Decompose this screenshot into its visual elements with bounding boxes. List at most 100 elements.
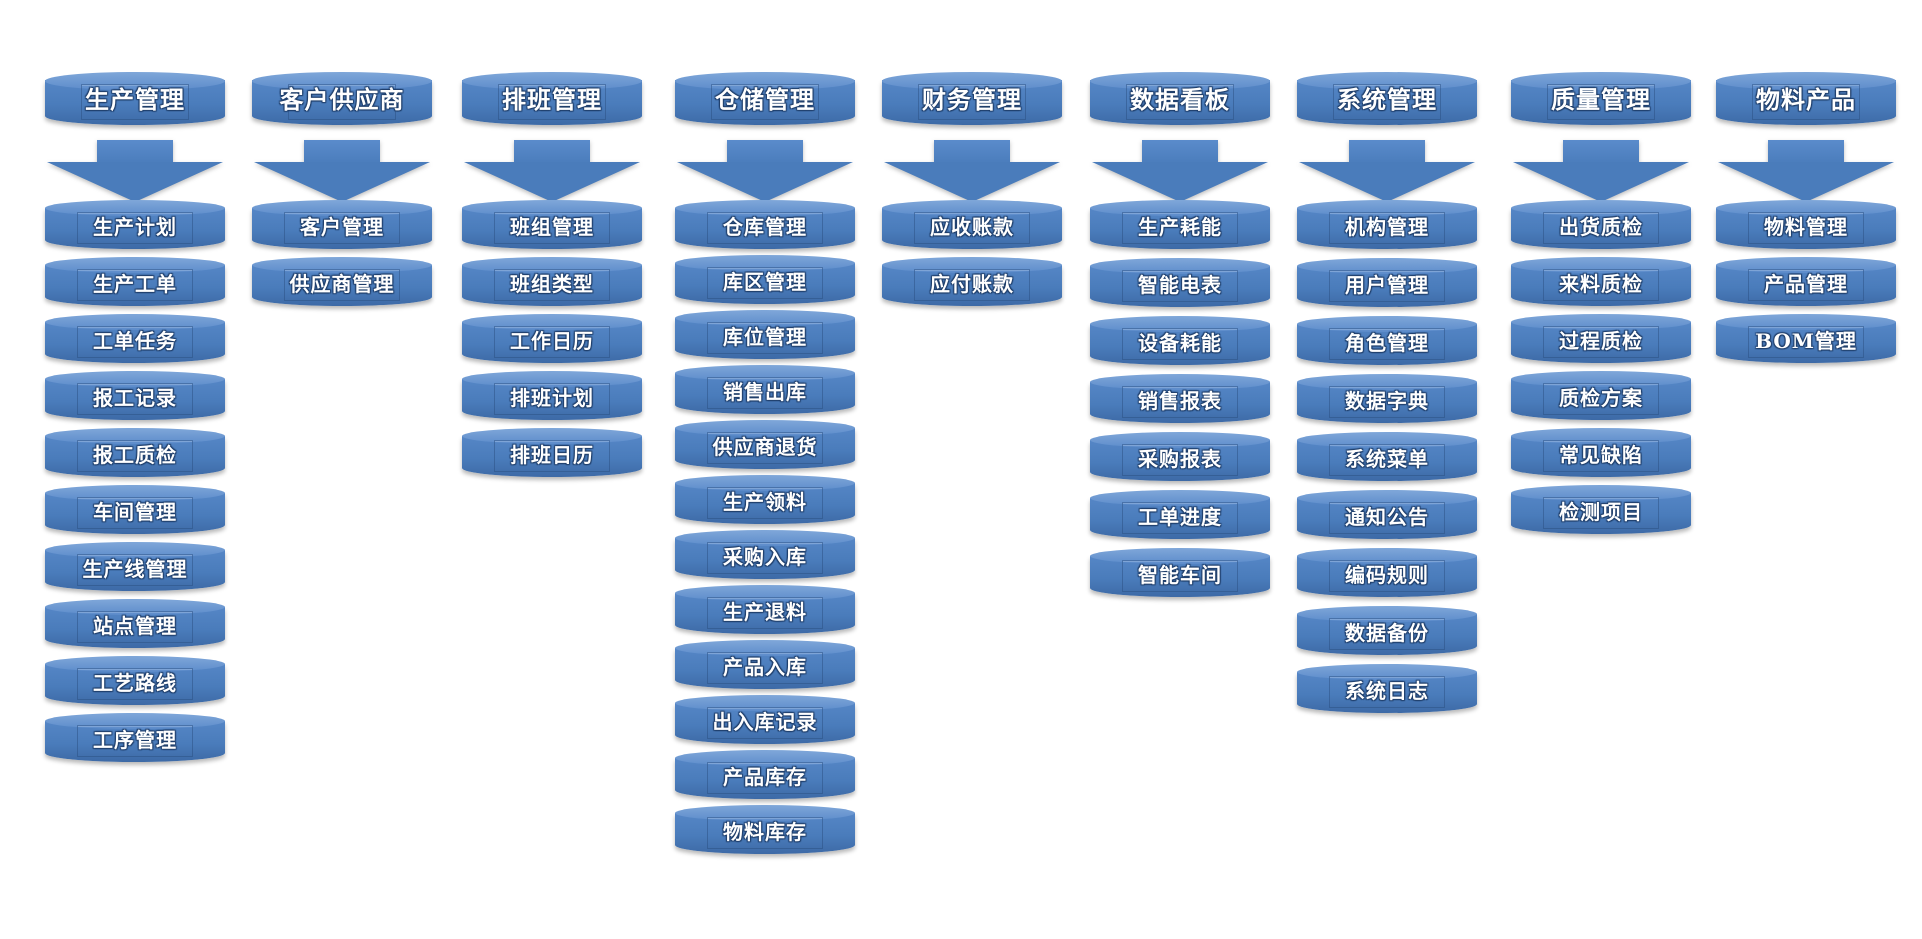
down-arrow-icon bbox=[884, 140, 1060, 202]
module-item: 班组管理 bbox=[462, 200, 642, 254]
module-item: 产品库存 bbox=[675, 750, 855, 804]
module-item-label: BOM管理 bbox=[1755, 329, 1857, 353]
module-item-label: 物料库存 bbox=[723, 820, 807, 844]
module-item: 设备耗能 bbox=[1090, 316, 1270, 370]
module-item: 报工质检 bbox=[45, 428, 225, 482]
module-item-label: 出货质检 bbox=[1559, 215, 1643, 239]
module-header-scheduling: 排班管理 bbox=[462, 72, 642, 130]
module-item: 排班日历 bbox=[462, 428, 642, 482]
module-column-dashboard: 数据看板生产耗能智能电表设备耗能销售报表采购报表工单进度智能车间 bbox=[1090, 0, 1310, 939]
module-header-system: 系统管理 bbox=[1297, 72, 1477, 130]
module-header-production: 生产管理 bbox=[45, 72, 225, 130]
module-column-scheduling: 排班管理班组管理班组类型工作日历排班计划排班日历 bbox=[462, 0, 682, 939]
module-item-label: 车间管理 bbox=[93, 500, 177, 524]
module-column-system: 系统管理机构管理用户管理角色管理数据字典系统菜单通知公告编码规则数据备份系统日志 bbox=[1297, 0, 1517, 939]
module-item: 仓库管理 bbox=[675, 200, 855, 254]
module-item-label: 班组管理 bbox=[510, 215, 594, 239]
module-item: 工序管理 bbox=[45, 713, 225, 767]
module-item-label: 编码规则 bbox=[1345, 563, 1429, 587]
module-item-label: 用户管理 bbox=[1345, 273, 1429, 297]
module-item: 报工记录 bbox=[45, 371, 225, 425]
module-item-label: 智能电表 bbox=[1138, 273, 1222, 297]
module-item: 站点管理 bbox=[45, 599, 225, 653]
module-item: 数据备份 bbox=[1297, 606, 1477, 660]
module-item: 物料管理 bbox=[1716, 200, 1896, 254]
module-item: 应收账款 bbox=[882, 200, 1062, 254]
module-item-label: 应收账款 bbox=[930, 215, 1014, 239]
module-item: 通知公告 bbox=[1297, 490, 1477, 544]
module-item-label: 采购入库 bbox=[723, 545, 807, 569]
module-header-warehouse: 仓储管理 bbox=[675, 72, 855, 130]
module-item-label: 系统菜单 bbox=[1345, 447, 1429, 471]
module-item-label: 生产线管理 bbox=[82, 557, 188, 581]
module-header-quality-label: 质量管理 bbox=[1551, 85, 1651, 114]
module-item-label: 销售出库 bbox=[723, 380, 807, 404]
module-item: 生产工单 bbox=[45, 257, 225, 311]
module-item: 工单进度 bbox=[1090, 490, 1270, 544]
down-arrow-icon bbox=[677, 140, 853, 202]
module-header-warehouse-label: 仓储管理 bbox=[715, 85, 815, 114]
module-item-label: 生产领料 bbox=[723, 490, 807, 514]
module-item-label: 产品入库 bbox=[723, 655, 807, 679]
module-item: 数据字典 bbox=[1297, 374, 1477, 428]
module-item: 客户管理 bbox=[252, 200, 432, 254]
module-item: 供应商退货 bbox=[675, 420, 855, 474]
module-item-label: 工序管理 bbox=[93, 728, 177, 752]
module-header-system-label: 系统管理 bbox=[1337, 85, 1437, 114]
module-item-label: 智能车间 bbox=[1138, 563, 1222, 587]
module-item-label: 库区管理 bbox=[723, 270, 807, 294]
module-header-dashboard: 数据看板 bbox=[1090, 72, 1270, 130]
module-item: 生产耗能 bbox=[1090, 200, 1270, 254]
module-item: 采购报表 bbox=[1090, 432, 1270, 486]
module-item: 工艺路线 bbox=[45, 656, 225, 710]
module-item: 产品入库 bbox=[675, 640, 855, 694]
module-item-label: 供应商管理 bbox=[289, 272, 395, 296]
module-item: 销售报表 bbox=[1090, 374, 1270, 428]
module-item: 生产领料 bbox=[675, 475, 855, 529]
module-item-label: 采购报表 bbox=[1138, 447, 1222, 471]
module-item-label: 常见缺陷 bbox=[1559, 443, 1643, 467]
module-item: 过程质检 bbox=[1511, 314, 1691, 368]
module-item-label: 排班计划 bbox=[510, 386, 594, 410]
module-item-label: 设备耗能 bbox=[1138, 331, 1222, 355]
module-item-label: 生产耗能 bbox=[1138, 215, 1222, 239]
module-item: 系统日志 bbox=[1297, 664, 1477, 718]
module-item: 智能车间 bbox=[1090, 548, 1270, 602]
down-arrow-icon bbox=[254, 140, 430, 202]
module-item-label: 出入库记录 bbox=[712, 710, 818, 734]
module-item-label: 工作日历 bbox=[510, 329, 594, 353]
module-item: 产品管理 bbox=[1716, 257, 1896, 311]
module-item: 检测项目 bbox=[1511, 485, 1691, 539]
module-header-finance-label: 财务管理 bbox=[922, 85, 1022, 114]
module-header-production-label: 生产管理 bbox=[85, 85, 185, 114]
module-column-warehouse: 仓储管理仓库管理库区管理库位管理销售出库供应商退货生产领料采购入库生产退料产品入… bbox=[675, 0, 895, 939]
module-item: 编码规则 bbox=[1297, 548, 1477, 602]
module-item-label: 质检方案 bbox=[1559, 386, 1643, 410]
module-item: 采购入库 bbox=[675, 530, 855, 584]
down-arrow-icon bbox=[1513, 140, 1689, 202]
module-item-label: 客户管理 bbox=[300, 215, 384, 239]
module-item-label: 销售报表 bbox=[1138, 389, 1222, 413]
module-header-customer-supplier-label: 客户供应商 bbox=[279, 85, 405, 114]
module-item: 出货质检 bbox=[1511, 200, 1691, 254]
module-item: 出入库记录 bbox=[675, 695, 855, 749]
down-arrow-icon bbox=[1718, 140, 1894, 202]
module-item-label: 工艺路线 bbox=[93, 671, 177, 695]
module-item-label: 产品管理 bbox=[1764, 272, 1848, 296]
module-item: 库位管理 bbox=[675, 310, 855, 364]
module-item: 系统菜单 bbox=[1297, 432, 1477, 486]
module-item-label: 仓库管理 bbox=[723, 215, 807, 239]
module-item-label: 机构管理 bbox=[1345, 215, 1429, 239]
module-item-label: 报工质检 bbox=[93, 443, 177, 467]
module-item: 智能电表 bbox=[1090, 258, 1270, 312]
module-item-label: 库位管理 bbox=[723, 325, 807, 349]
module-item-label: 生产工单 bbox=[93, 272, 177, 296]
module-item: 质检方案 bbox=[1511, 371, 1691, 425]
module-column-customer-supplier: 客户供应商客户管理供应商管理 bbox=[252, 0, 472, 939]
module-header-finance: 财务管理 bbox=[882, 72, 1062, 130]
module-item: 来料质检 bbox=[1511, 257, 1691, 311]
module-item-label: 工单任务 bbox=[93, 329, 177, 353]
module-column-production: 生产管理生产计划生产工单工单任务报工记录报工质检车间管理生产线管理站点管理工艺路… bbox=[45, 0, 265, 939]
module-item: 班组类型 bbox=[462, 257, 642, 311]
